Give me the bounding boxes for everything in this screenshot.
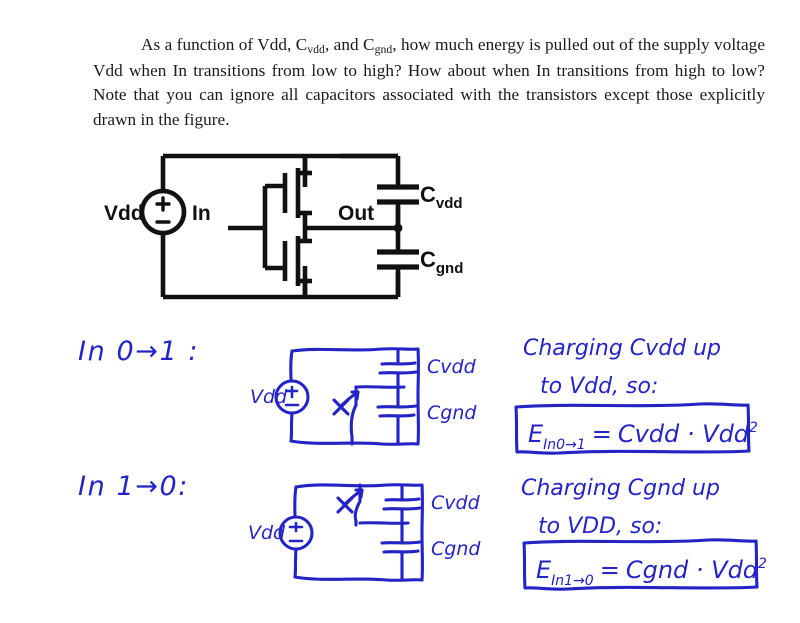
out-node-dot — [394, 224, 403, 233]
hc1-label-vdd: Vdd — [250, 386, 288, 408]
handwriting-svg: .ink { stroke:#2424c6; fill:none; stroke… — [0, 315, 800, 618]
problem-text-run-1: As a function of Vdd, C — [141, 35, 307, 54]
hc2-label-cgnd: Cgnd — [431, 538, 481, 560]
hc1-open-switch-x — [334, 400, 348, 414]
figure-label-cvdd: Cvdd — [420, 182, 463, 212]
case-label-2: In 1→0: — [78, 471, 189, 502]
handwritten-solution: .ink { stroke:#2424c6; fill:none; stroke… — [0, 315, 800, 618]
hc2-label-vdd: Vdd — [248, 522, 286, 544]
figure-label-vdd: Vdd — [104, 202, 144, 225]
hc2-left-upper — [295, 487, 296, 517]
hc2-switch-lead-down — [355, 501, 360, 521]
equation-2: EIn1→0=Cgnd · Vdd2 — [536, 556, 767, 589]
case-label-1: In 0→1 : — [78, 336, 199, 367]
reasoning-1-line2: to Vdd, so: — [540, 374, 658, 399]
hc2-left-lower — [295, 549, 296, 577]
hand-circuit-2: Vdd Cvdd Cgnd — [248, 485, 481, 581]
hc1-switch-lead-down — [351, 405, 356, 437]
problem-statement: As a function of Vdd, Cvdd, and Cgnd, ho… — [93, 33, 765, 132]
hc2-label-cvdd: Cvdd — [431, 492, 481, 514]
figure-label-cgnd: Cgnd — [420, 247, 463, 277]
hand-answer-1: Charging Cvdd up to Vdd, so: EIn0→1=Cvdd… — [516, 336, 758, 453]
hc2-open-switch-x — [338, 498, 352, 512]
equation-1: EIn0→1=Cvdd · Vdd2 — [528, 420, 758, 453]
problem-text-run-3: , and C — [325, 35, 375, 54]
solution-row-1: In 0→1 : — [78, 336, 758, 453]
hc1-left-lower — [291, 413, 292, 441]
hc1-left-upper — [291, 351, 292, 381]
figure-label-out: Out — [338, 202, 374, 225]
hc2-source-plus — [290, 523, 302, 531]
hand-circuit-1: Vdd Cvdd Cgnd — [250, 349, 477, 445]
problem-subscript-gnd: gnd — [375, 43, 393, 56]
hand-answer-2: Charging Cgnd up to VDD, so: EIn1→0=Cgnd… — [521, 476, 767, 589]
reasoning-1-line1: Charging Cvdd up — [523, 336, 721, 361]
figure-label-in: In — [192, 202, 211, 225]
problem-subscript-vdd: vdd — [307, 43, 325, 56]
hc1-label-cvdd: Cvdd — [427, 356, 477, 378]
circuit-figure-svg: Vdd In Out Cvdd Cgnd — [100, 140, 520, 320]
reasoning-2-line1: Charging Cgnd up — [521, 476, 720, 501]
circuit-figure: Vdd In Out Cvdd Cgnd — [100, 140, 520, 320]
solution-row-2: In 1→0: — [78, 471, 767, 589]
reasoning-2-line2: to VDD, so: — [538, 514, 662, 539]
hc1-label-cgnd: Cgnd — [427, 402, 477, 424]
hc1-source-plus — [287, 387, 297, 397]
